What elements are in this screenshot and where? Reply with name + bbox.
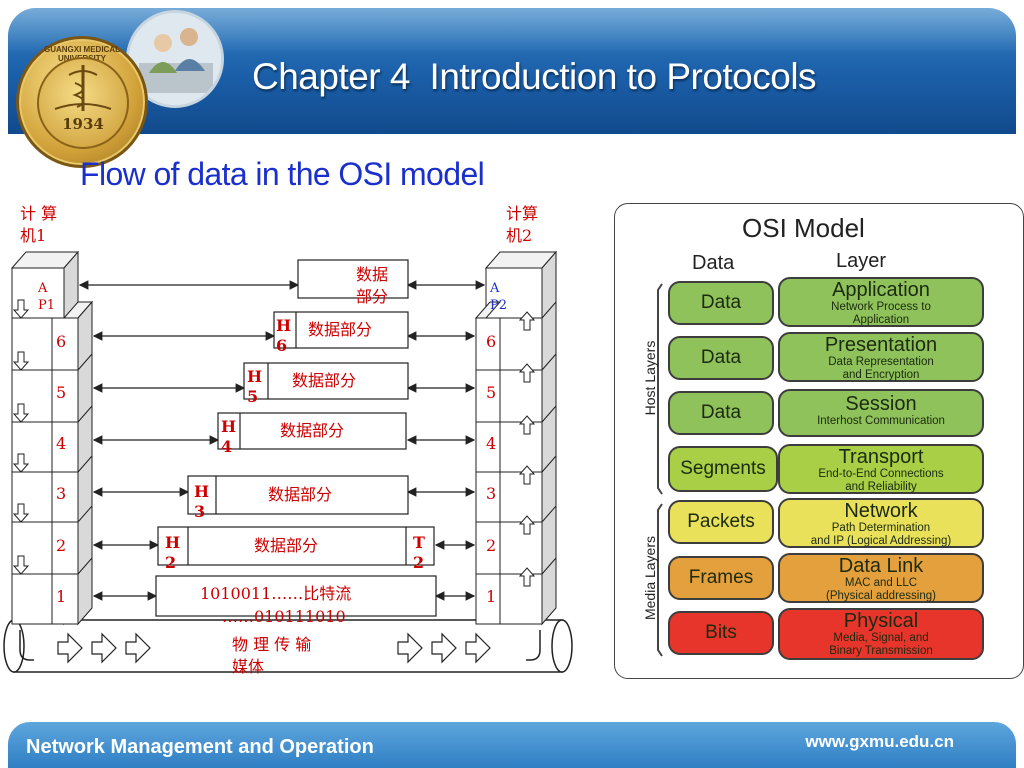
right-layer-5: 5 bbox=[486, 383, 497, 402]
computer1-stack bbox=[10, 250, 94, 661]
osi-layer-desc: End-to-End Connections and Reliability bbox=[818, 468, 944, 493]
osi-data-3: Data bbox=[668, 391, 774, 435]
osi-layer-name: Session bbox=[845, 393, 917, 415]
osi-data-4: Segments bbox=[668, 446, 778, 492]
left-layer-1: 1 bbox=[56, 587, 67, 606]
l3-data-label: 数据部分 bbox=[268, 485, 333, 504]
osi-layer-name: Physical bbox=[843, 610, 919, 632]
osi-layer-network: Network Path Determination and IP (Logic… bbox=[778, 498, 984, 548]
right-layer-3: 3 bbox=[486, 484, 497, 503]
media-layers-label: Media Layers bbox=[642, 535, 658, 621]
osi-layer-presentation: Presentation Data Representation and Enc… bbox=[778, 332, 984, 382]
trailer-t2: T 2 bbox=[413, 533, 425, 572]
seal-year: 1934 bbox=[62, 115, 104, 133]
osi-data-2: Data bbox=[668, 336, 774, 380]
footer-bar: Network Management and Operation www.gxm… bbox=[8, 722, 1016, 768]
l4-data-label: 数据部分 bbox=[280, 421, 345, 440]
osi-layer-name: Transport bbox=[838, 446, 924, 468]
data-boxes bbox=[155, 259, 437, 617]
osi-col-layer: Layer bbox=[836, 250, 887, 272]
osi-layer-name: Presentation bbox=[824, 334, 938, 356]
peer-arrows bbox=[78, 280, 486, 601]
osi-title: OSI Model bbox=[742, 213, 865, 243]
footer-course-title: Network Management and Operation bbox=[26, 736, 374, 758]
left-layer-3: 3 bbox=[56, 484, 67, 503]
osi-layer-desc: Media, Signal, and Binary Transmission bbox=[829, 632, 933, 657]
osi-layer-name: Application bbox=[832, 279, 930, 301]
slide-subtitle: Flow of data in the OSI model bbox=[80, 156, 485, 192]
osi-layer-physical: Physical Media, Signal, and Binary Trans… bbox=[778, 608, 984, 660]
osi-data-7: Bits bbox=[668, 611, 774, 655]
left-layer-2: 2 bbox=[56, 536, 67, 555]
osi-layer-transport: Transport End-to-End Connections and Rel… bbox=[778, 444, 984, 494]
osi-layer-session: Session Interhost Communication bbox=[778, 389, 984, 437]
osi-data-5: Packets bbox=[668, 500, 774, 544]
seal-inner: 1934 bbox=[37, 57, 129, 149]
l2-data-label: 数据部分 bbox=[254, 536, 319, 555]
header-h3: H 3 bbox=[194, 482, 210, 521]
osi-layer-desc: Data Representation and Encryption bbox=[828, 356, 934, 381]
caduceus-icon bbox=[54, 65, 112, 111]
app-data-label: 数据 部分 bbox=[356, 265, 389, 306]
footer-website: www.gxmu.edu.cn bbox=[805, 732, 954, 751]
right-layer-4: 4 bbox=[486, 434, 497, 453]
medium-flow-arrows bbox=[57, 632, 491, 664]
physical-medium-label: 物 理 传 输 媒体 bbox=[232, 635, 312, 676]
page-title: Chapter 4 Introduction to Protocols bbox=[252, 56, 817, 97]
osi-col-data: Data bbox=[692, 252, 735, 274]
right-layer-1: 1 bbox=[486, 587, 497, 606]
bitstream-line1: 1010011……比特流 bbox=[200, 584, 352, 603]
header-bar: Chapter 4 Introduction to Protocols bbox=[8, 8, 1016, 134]
computer2-stack bbox=[474, 250, 558, 661]
university-seal: GUANGXI MEDICAL UNIVERSITY 1934 bbox=[16, 36, 148, 168]
computer2-label: 计算 机2 bbox=[506, 204, 539, 245]
header-h4: H 4 bbox=[221, 417, 237, 456]
computer1-label: 计 算 机1 bbox=[20, 204, 58, 245]
l6-data-label: 数据部分 bbox=[308, 320, 373, 339]
left-layer-4: 4 bbox=[56, 434, 67, 453]
osi-layer-application: Application Network Process to Applicati… bbox=[778, 277, 984, 327]
ap2-label: A P2 bbox=[490, 281, 508, 313]
osi-data-1: Data bbox=[668, 281, 774, 325]
header-h6: H 6 bbox=[276, 316, 292, 355]
osi-layer-desc: Network Process to Application bbox=[831, 301, 931, 326]
osi-data-6: Frames bbox=[668, 556, 774, 600]
host-layers-label: Host Layers bbox=[642, 340, 658, 416]
right-layer-2: 2 bbox=[486, 536, 497, 555]
osi-layer-data-link: Data Link MAC and LLC (Physical addressi… bbox=[778, 553, 984, 603]
osi-layer-name: Network bbox=[844, 500, 918, 522]
ap1-label: A P1 bbox=[38, 281, 56, 313]
osi-layer-desc: MAC and LLC (Physical addressing) bbox=[826, 577, 936, 602]
osi-layer-name: Data Link bbox=[838, 555, 924, 577]
l5-data-label: 数据部分 bbox=[292, 371, 357, 390]
left-layer-5: 5 bbox=[56, 383, 67, 402]
osi-layer-desc: Interhost Communication bbox=[817, 415, 945, 427]
left-layer-6: 6 bbox=[56, 332, 67, 351]
header-h5: H 5 bbox=[247, 367, 263, 406]
osi-layer-desc: Path Determination and IP (Logical Addre… bbox=[810, 522, 952, 547]
header-h2: H 2 bbox=[165, 533, 181, 572]
right-layer-6: 6 bbox=[486, 332, 497, 351]
bitstream-line2: ……010111010 bbox=[222, 607, 346, 626]
